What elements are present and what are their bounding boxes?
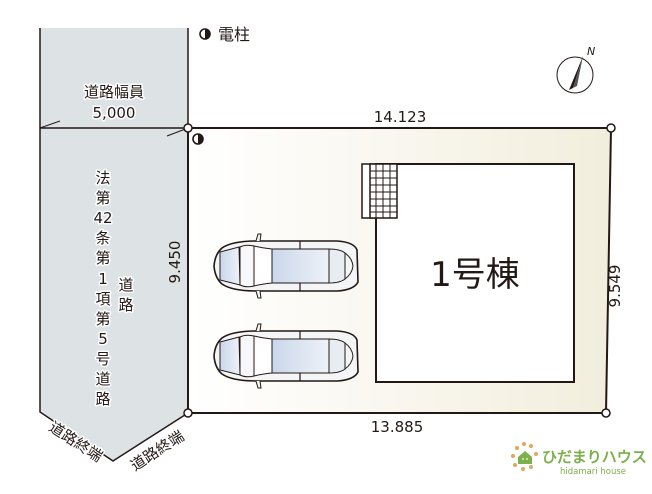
- road-width-label: 道路幅員: [84, 83, 144, 101]
- lot-top-length: 14.123: [374, 108, 427, 126]
- porch-grid: [361, 163, 398, 219]
- svg-text:第: 第: [95, 310, 110, 328]
- svg-text:42: 42: [93, 209, 112, 227]
- svg-text:号: 号: [95, 350, 110, 368]
- logo-name-en: hidamari house: [560, 467, 626, 477]
- svg-text:路: 路: [95, 390, 110, 408]
- svg-text:項: 項: [95, 290, 110, 308]
- car-icon: [213, 323, 359, 389]
- svg-text:第: 第: [95, 249, 110, 267]
- svg-text:N: N: [587, 45, 595, 58]
- lot-bottom-length: 13.885: [371, 418, 424, 436]
- svg-text:道: 道: [95, 370, 110, 388]
- utility-pole-icon: [192, 133, 204, 145]
- legend-utility-pole-icon: [199, 28, 211, 40]
- svg-text:路: 路: [118, 296, 133, 314]
- road-classification-vertical: 法 第 42 条 第 1 項 第 5 号 道 路 道 路: [92, 168, 135, 410]
- sun-house-icon: [511, 442, 538, 471]
- house-label: 1号棟: [430, 255, 520, 295]
- brand-logo: ひだまりハウス hidamari house: [511, 442, 647, 477]
- road-left-edge: [39, 28, 189, 462]
- car-icon: [213, 233, 359, 299]
- svg-text:1: 1: [98, 270, 108, 288]
- svg-text:5: 5: [98, 330, 108, 348]
- svg-text:法: 法: [95, 169, 110, 187]
- svg-text:道: 道: [118, 276, 133, 294]
- dimension-tick: [39, 120, 61, 129]
- boundary-marker-icon: [183, 123, 616, 418]
- legend-utility-pole-label: 電柱: [218, 25, 250, 44]
- logo-name-jp: ひだまりハウス: [542, 448, 647, 466]
- lot-left-length: 9.450: [166, 241, 184, 284]
- road-area: [40, 28, 188, 461]
- road-width-value: 5,000: [93, 104, 136, 122]
- svg-text:第: 第: [95, 189, 110, 207]
- svg-text:条: 条: [95, 229, 110, 247]
- house-footprint: [375, 163, 575, 383]
- lot-right-length: 9.549: [606, 265, 624, 308]
- compass-north-icon: N: [556, 45, 595, 94]
